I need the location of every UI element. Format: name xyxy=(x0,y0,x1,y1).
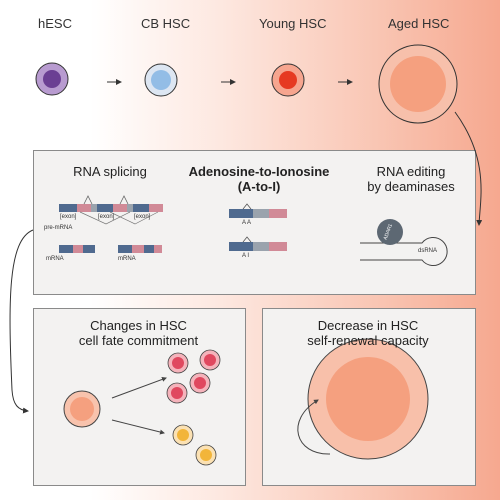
fate-arrow-up xyxy=(111,377,167,399)
a-to-i-title: Adenosine-to-Ionosine (A-to-I) xyxy=(184,164,334,194)
stage-label-cb-hsc: CB HSC xyxy=(141,16,191,31)
exon-label-2: [exon] xyxy=(98,214,115,220)
a-to-i-title-line2: (A-to-I) xyxy=(237,179,281,194)
fate-arrow-down xyxy=(111,419,165,435)
red-progeny-cell xyxy=(199,349,221,371)
mrna-label-2: mRNA xyxy=(118,256,136,262)
a-to-i-title-line1: Adenosine-to-Ionosine xyxy=(188,164,330,179)
renewal-title-line1: Decrease in HSC xyxy=(317,318,419,333)
young-hsc-cell xyxy=(271,63,305,97)
pre-mrna-strand xyxy=(59,195,163,225)
aged-hsc-cell xyxy=(378,44,458,124)
fate-title-line1: Changes in HSC xyxy=(90,318,187,333)
ai-label: A I xyxy=(242,253,250,259)
adar1-enzyme xyxy=(377,219,403,245)
aa-label: A A xyxy=(242,220,252,226)
cb-hsc-cell xyxy=(144,63,178,97)
stage-label-young-hsc: Young HSC xyxy=(259,16,327,31)
rna-editing-title-line1: RNA editing xyxy=(376,164,446,179)
mrna-label-1: mRNA xyxy=(46,256,64,262)
yellow-progeny-cell xyxy=(172,424,194,446)
rna-panel xyxy=(33,150,476,295)
dsrna-hairpin xyxy=(360,237,448,266)
exon-label-1: [exon] xyxy=(60,214,77,220)
red-progeny-cell xyxy=(189,372,211,394)
a-to-i-strand-2 xyxy=(229,236,287,251)
pre-mrna-label: pre-mRNA xyxy=(44,225,73,231)
mrna-strand-2 xyxy=(118,245,162,253)
rna-editing-title-line2: by deaminases xyxy=(367,179,455,194)
hesc-cell xyxy=(35,62,69,96)
arrow-aged-to-panel xyxy=(454,111,483,226)
arrow-panel-to-fate xyxy=(9,229,34,414)
mrna-strand-1 xyxy=(59,245,95,253)
stage-label-aged-hsc: Aged HSC xyxy=(388,16,450,31)
yellow-progeny-cell xyxy=(195,444,217,466)
red-progeny-cell xyxy=(166,382,188,404)
exon-label-3: [exon] xyxy=(134,214,151,220)
fate-panel-title: Changes in HSC cell fate commitment xyxy=(33,318,244,348)
aged-renewal-cell xyxy=(307,338,429,460)
rna-splicing-title: RNA splicing xyxy=(73,164,147,179)
dsrna-label: dsRNA xyxy=(418,248,438,254)
fate-title-line2: cell fate commitment xyxy=(78,333,199,348)
renewal-panel-title: Decrease in HSC self-renewal capacity xyxy=(262,318,474,348)
renewal-title-line2: self-renewal capacity xyxy=(307,333,429,348)
self-renewal-arrow xyxy=(297,399,331,455)
fate-source-cell xyxy=(63,390,101,428)
stage-label-hesc: hESC xyxy=(38,16,72,31)
rna-editing-title: RNA editing by deaminases xyxy=(356,164,466,194)
red-progeny-cell xyxy=(167,352,189,374)
a-to-i-strand-1 xyxy=(229,203,287,218)
